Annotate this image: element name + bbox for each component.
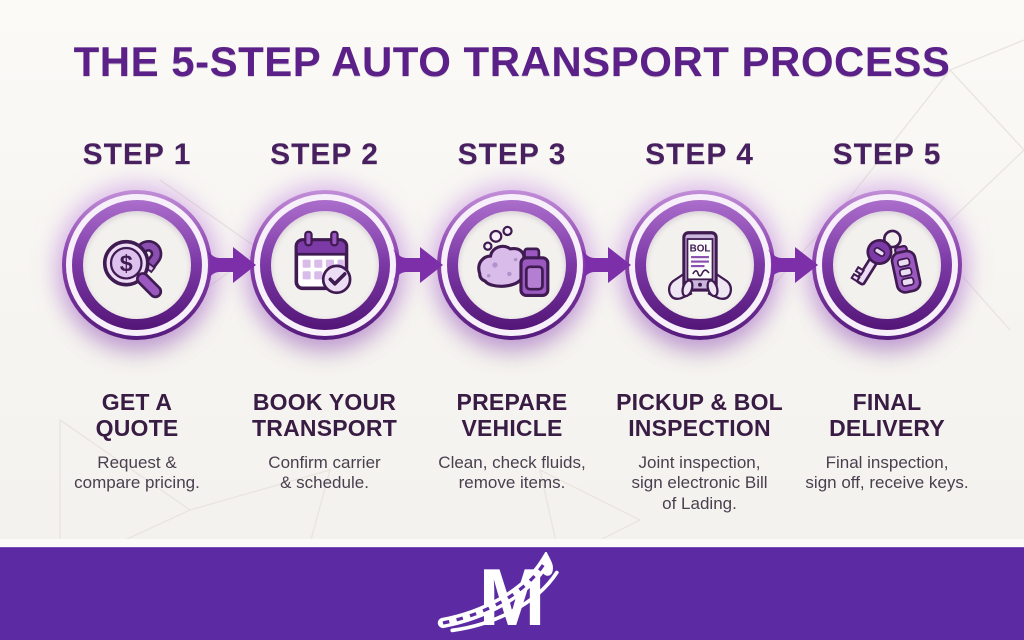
- step-1-circle: $: [62, 190, 212, 340]
- step-5: STEP 5: [797, 138, 977, 515]
- step-3-description: Clean, check fluids, remove items.: [438, 452, 586, 493]
- arrow-step4-step5-icon: [768, 247, 818, 283]
- car-keys-icon: [850, 229, 922, 294]
- step-3-label: STEP 3: [457, 138, 567, 171]
- step-5-title: FINAL DELIVERY: [829, 389, 945, 441]
- svg-text:$: $: [120, 250, 133, 276]
- step-3-circle: [437, 190, 587, 340]
- step-4-label: STEP 4: [645, 138, 754, 171]
- step-4-circle: BOL: [624, 190, 775, 340]
- step-4-description: Joint inspection, sign electronic Bill o…: [631, 452, 768, 513]
- step-4: STEP 4 BOL PICKUP & BOL INSPECT: [610, 138, 790, 515]
- magnifier-dollar-magnet-icon: $: [102, 239, 163, 299]
- footer-divider: [0, 539, 1024, 548]
- step-1-title: GET A QUOTE: [95, 389, 179, 441]
- step-3-title: PREPARE VEHICLE: [456, 389, 568, 441]
- arrow-step3-step4-icon: [581, 247, 631, 283]
- step-2-title: BOOK YOUR TRANSPORT: [252, 389, 397, 441]
- arrow-step1-step2-icon: [206, 247, 256, 283]
- step-1-label: STEP 1: [82, 138, 192, 171]
- page-title: THE 5-STEP AUTO TRANSPORT PROCESS: [73, 38, 951, 85]
- step-2: STEP 2 BOOK YOUR TRANSPORT Confirm carri…: [235, 138, 415, 515]
- step-3: STEP 3 PREPARE VEHICLE Clean, check: [422, 138, 602, 515]
- step-5-description: Final inspection, sign off, receive keys…: [805, 452, 969, 493]
- bol-tablet-hands-icon: BOL: [667, 231, 732, 300]
- step-2-circle: [249, 190, 400, 340]
- sponge-fuel-can-icon: [477, 225, 550, 298]
- step-4-title: PICKUP & BOL INSPECTION: [616, 389, 783, 441]
- steps-row: STEP 1 $ GET A QUOTE Request & compare p…: [47, 138, 977, 515]
- step-1: STEP 1 $ GET A QUOTE Request & compare p…: [47, 138, 227, 515]
- step-5-circle: [812, 190, 962, 340]
- step-2-label: STEP 2: [270, 138, 379, 171]
- arrow-step2-step3-icon: [393, 247, 443, 283]
- step-2-description: Confirm carrier & schedule.: [268, 452, 381, 493]
- m-road-swoosh-logo: M: [437, 552, 559, 636]
- calendar-check-icon: [294, 230, 351, 295]
- step-1-description: Request & compare pricing.: [74, 452, 200, 493]
- step-5-label: STEP 5: [832, 138, 942, 171]
- footer-bar: M: [0, 547, 1024, 640]
- svg-text:BOL: BOL: [689, 244, 710, 255]
